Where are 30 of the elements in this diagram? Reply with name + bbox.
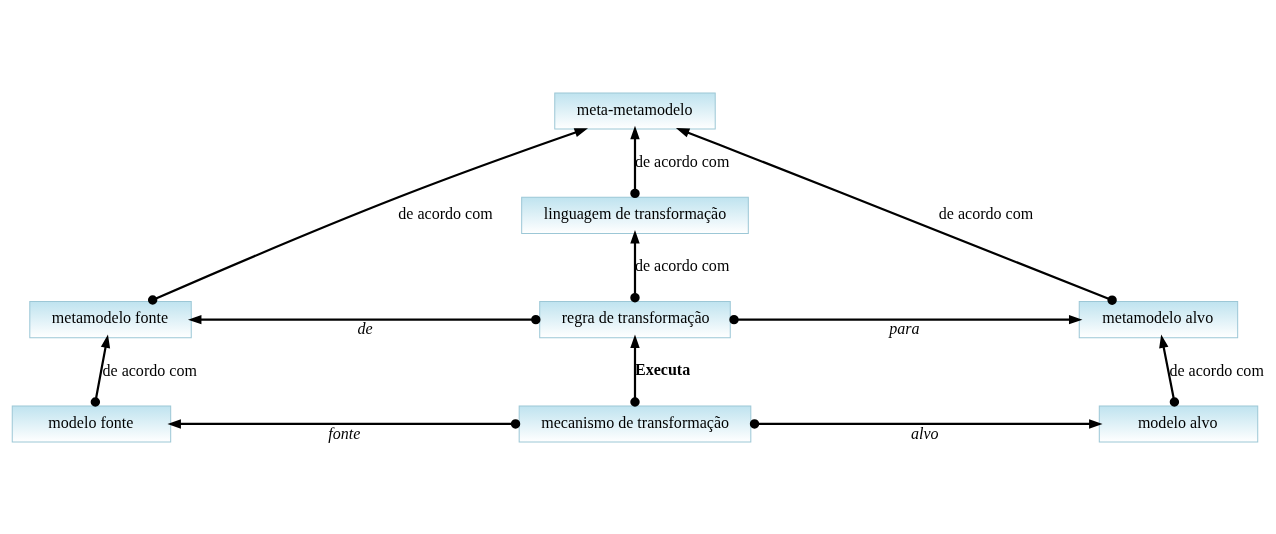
node-box: mecanismo de transformação xyxy=(518,404,752,442)
edge-label: de xyxy=(357,319,373,337)
arrow xyxy=(167,418,521,429)
edge-label: de acordo com xyxy=(634,152,730,170)
arrow xyxy=(749,418,1103,429)
node-box: modelo alvo xyxy=(1098,404,1259,442)
arrow xyxy=(630,333,640,407)
node-box: regra de transformação xyxy=(539,300,731,338)
arrow xyxy=(675,127,1117,305)
node-box: linguagem de transformação xyxy=(521,196,749,234)
node-box: modelo fonte xyxy=(11,404,172,442)
edge-label: fonte xyxy=(328,424,361,442)
edge-label: de acordo com xyxy=(938,204,1034,222)
arrow xyxy=(630,229,640,302)
arrow xyxy=(729,314,1083,324)
edge-label: de acordo com xyxy=(102,361,197,379)
arrow xyxy=(147,127,588,305)
edge-label: Executa xyxy=(634,360,691,378)
arrow xyxy=(1159,333,1180,407)
arrow xyxy=(90,333,111,407)
edge-label: de acordo com xyxy=(634,256,730,274)
node-box: meta-metamodelo xyxy=(554,92,716,130)
arrow xyxy=(630,125,640,198)
edge-label: de acordo com xyxy=(1169,361,1264,379)
node-box: metamodelo fonte xyxy=(29,300,192,338)
node-box: metamodelo alvo xyxy=(1078,300,1239,338)
edge-label: de acordo com xyxy=(398,204,493,222)
edge-label: alvo xyxy=(911,424,939,442)
edge-label: para xyxy=(889,319,920,337)
arrow xyxy=(187,314,541,324)
